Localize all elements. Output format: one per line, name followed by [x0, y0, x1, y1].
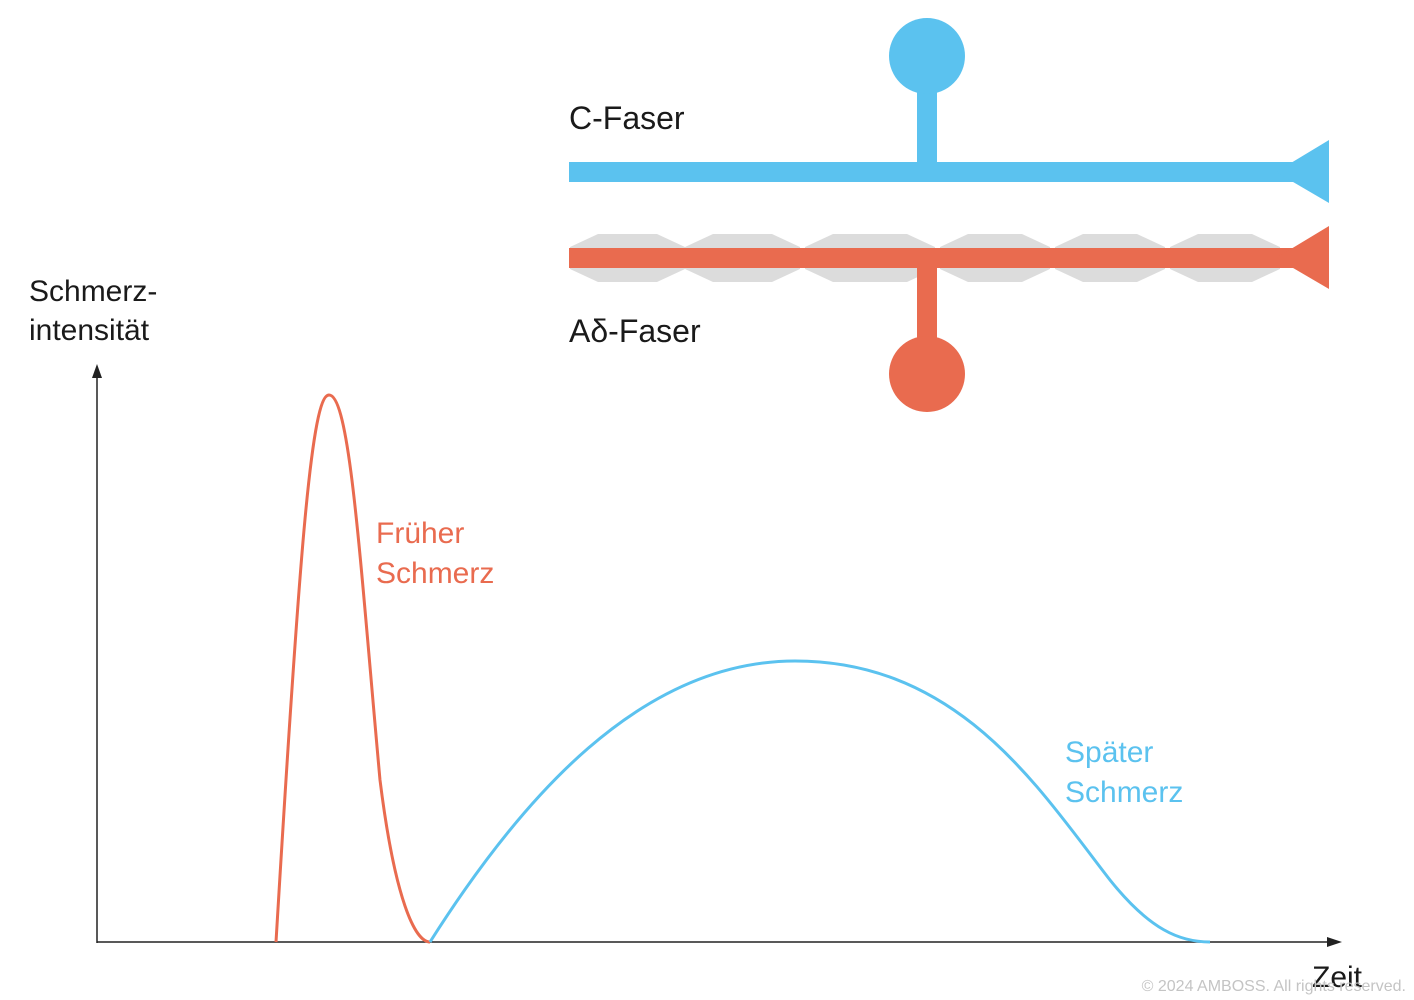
early-pain-label-line2: Schmerz [376, 557, 494, 590]
c-fiber-terminal [1276, 140, 1329, 203]
y-axis-label-line1: Schmerz- [29, 275, 157, 308]
x-axis-label: Zeit [1312, 961, 1363, 994]
axes [92, 364, 1342, 947]
c-fiber-stem [917, 82, 937, 172]
ad-fiber-terminal [1276, 226, 1329, 289]
c-fiber-label: C-Faser [569, 100, 685, 136]
ad-fiber [569, 226, 1329, 412]
late-pain-label-line1: Später [1065, 736, 1153, 769]
late-pain-label: Später Schmerz [1065, 736, 1183, 809]
late-pain-curve [428, 659, 1211, 944]
copyright-notice: © 2024 AMBOSS. All rights reserved. [1141, 978, 1406, 995]
c-fiber-soma [889, 18, 965, 94]
early-pain-label: Früher Schmerz [376, 517, 494, 590]
y-axis-label: Schmerz- intensität [29, 275, 166, 347]
ad-fiber-stem [917, 258, 937, 358]
x-axis-arrow [1327, 937, 1342, 947]
ad-fiber-label: Aδ-Faser [569, 313, 701, 349]
early-pain-label-line1: Früher [376, 517, 464, 550]
y-axis-arrow [92, 364, 102, 378]
y-axis-label-line2: intensität [29, 314, 150, 347]
c-fiber [569, 18, 1329, 203]
early-pain-curve [274, 393, 431, 944]
late-pain-label-line2: Schmerz [1065, 776, 1183, 809]
ad-fiber-soma [889, 336, 965, 412]
